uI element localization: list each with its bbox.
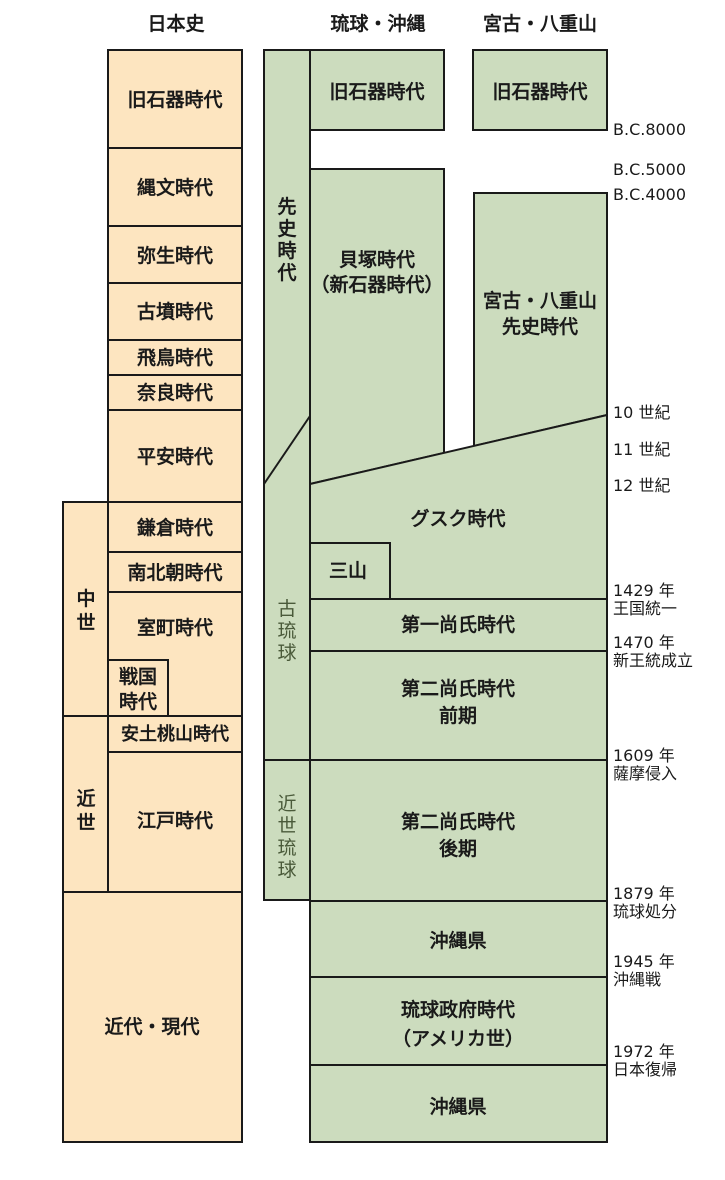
- ryukyu-okinawa-pref2-label: 沖縄県: [429, 1095, 486, 1118]
- japan-period-label: 南北朝時代: [127, 562, 222, 584]
- ryukyu-daini-late-label: 第二尚氏時代: [401, 810, 515, 833]
- japan-period-box: [107, 49, 243, 149]
- header-ryukyu: 琉球・沖縄: [330, 12, 425, 35]
- miyako-prehistoric-sublabel: 先史時代: [502, 315, 578, 338]
- ryukyu-daiichi-box: [309, 598, 608, 652]
- ryukyu-daiichi-label: 第一尚氏時代: [401, 613, 515, 636]
- japan-period-label: 鎌倉時代: [137, 516, 213, 539]
- date-year: 1609 年: [613, 746, 675, 765]
- japan-period-box: [107, 282, 243, 341]
- date-year: 11 世紀: [613, 440, 670, 459]
- ryukyu-kaizuka-sublabel: （新石器時代）: [310, 273, 443, 296]
- date-event: 沖縄戦: [613, 970, 661, 989]
- date-event: 新王統成立: [613, 651, 693, 670]
- japan-modern-label: 近代・現代: [104, 1016, 199, 1038]
- japan-period-label: 奈良時代: [136, 381, 213, 404]
- ryukyu-okinawa-pref1-label: 沖縄県: [429, 929, 486, 952]
- ryukyu-kaizuka-label: 貝塚時代: [339, 249, 415, 271]
- japan-sengoku-label: 戦国: [119, 665, 157, 688]
- ryukyu-era-strip: [263, 49, 311, 901]
- japan-period-box: [107, 715, 243, 753]
- date-year: B.C.8000: [613, 120, 686, 139]
- ryukyu-paleolithic-box: [309, 49, 445, 131]
- ryukyu-daini-early-box: [309, 650, 608, 761]
- miyako-prehistoric-label: 宮古・八重山: [483, 289, 597, 312]
- date-year: B.C.4000: [613, 185, 686, 204]
- date-year: 1972 年: [613, 1042, 675, 1061]
- date-event: 日本復帰: [613, 1060, 677, 1079]
- ryukyu-daini-early-label: 第二尚氏時代: [401, 677, 515, 700]
- date-year: 1945 年: [613, 952, 675, 971]
- japan-period-label: 旧石器時代: [127, 89, 222, 111]
- date-year: 1879 年: [613, 884, 675, 903]
- japan-period-label: 飛鳥時代: [137, 346, 213, 369]
- japan-period-label: 弥生時代: [137, 244, 213, 267]
- date-event: 王国統一: [613, 599, 677, 618]
- japan-period-box: [107, 374, 243, 411]
- japan-era-chusei-box: [62, 501, 109, 717]
- japan-period-label: 縄文時代: [137, 176, 213, 199]
- ryukyu-sanzan-box: [309, 542, 391, 600]
- japan-column: [62, 49, 243, 1143]
- miyako-paleolithic-label: 旧石器時代: [492, 81, 587, 103]
- ryukyu-column: [263, 49, 608, 1143]
- japan-sengoku-box: [107, 659, 169, 717]
- japan-azuchi-label: 安土桃山時代: [121, 723, 229, 745]
- ryukyu-paleolithic-label: 旧石器時代: [329, 81, 424, 103]
- ryukyu-era-koryukyu-label: 古琉球: [277, 598, 296, 664]
- japan-period-box: [107, 147, 243, 227]
- ryukyu-daini-early-sublabel: 前期: [439, 704, 477, 727]
- japan-era-chusei-label: 中世: [76, 587, 95, 634]
- japan-era-kinsei-label: 近世: [76, 788, 95, 834]
- date-year: 12 世紀: [613, 476, 670, 495]
- japan-edo-label: 江戸時代: [137, 810, 213, 832]
- ryukyu-usca-sublabel: （アメリカ世）: [392, 1027, 524, 1050]
- ryukyu-kaizuka-box: [309, 168, 445, 486]
- ryukyu-daini-late-box: [309, 759, 608, 902]
- ryukyu-okinawa-pref2-box: [309, 1064, 608, 1143]
- japan-modern-box: [62, 891, 243, 1143]
- ryukyu-era-senshi-label: 先史時代: [276, 195, 297, 284]
- ryukyu-gusuku-label: グスク時代: [410, 507, 505, 530]
- japan-period-label: 古墳時代: [137, 300, 213, 323]
- date-year: 10 世紀: [613, 403, 670, 422]
- ryukyu-daini-late-sublabel: 後期: [439, 837, 477, 860]
- ryukyu-usca-box: [309, 976, 608, 1066]
- ryukyu-okinawa-pref1-box: [309, 900, 608, 978]
- japan-period-label: 室町時代: [137, 616, 213, 639]
- header-miyako: 宮古・八重山: [483, 12, 597, 35]
- japan-sengoku-label: 時代: [119, 691, 157, 713]
- header-japan: 日本史: [147, 12, 205, 35]
- japan-period-label: 平安時代: [137, 445, 213, 468]
- date-year: B.C.5000: [613, 160, 686, 179]
- date-year: 1470 年: [613, 633, 675, 652]
- ryukyu-usca-label: 琉球政府時代: [401, 998, 515, 1021]
- date-event: 薩摩侵入: [613, 764, 677, 783]
- ryukyu-era-kinsei-label: 近世琉球: [277, 793, 296, 881]
- era-diagonal-divider: [263, 415, 311, 485]
- date-event: 琉球処分: [613, 902, 677, 921]
- date-year: 1429 年: [613, 581, 675, 600]
- miyako-paleolithic-box: [472, 49, 608, 131]
- ryukyu-sanzan-label: 三山: [329, 560, 367, 582]
